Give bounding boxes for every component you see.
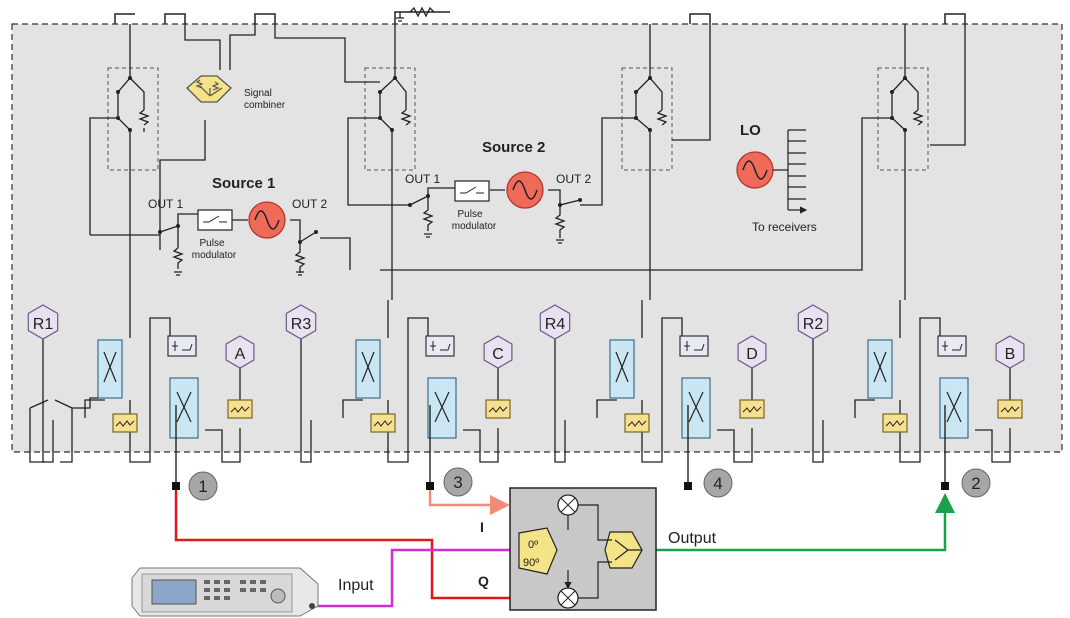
pulse-modulator-1-label-2: modulator <box>192 250 237 261</box>
receiver-d-label: D <box>746 346 758 363</box>
signal-generator <box>132 568 318 616</box>
receiver-c-label: C <box>492 346 504 363</box>
reference-coupler <box>868 340 892 398</box>
port-2-number: 2 <box>971 474 980 493</box>
pulse-modulator-2-label: Pulse <box>457 209 482 220</box>
top-resistor <box>396 8 434 21</box>
pulse-modulator-1-label: Pulse <box>199 238 224 249</box>
source-2-title: Source 2 <box>482 139 545 156</box>
phase-90-label: 90º <box>523 557 539 569</box>
i-input-label: I <box>480 519 484 535</box>
iq-modulator-dut: 0º 90º <box>510 488 656 610</box>
reference-coupler <box>98 340 122 398</box>
generator-knob <box>271 589 285 603</box>
receiver-r4-label: R4 <box>545 316 566 333</box>
generator-screen <box>152 580 196 604</box>
port-3-number: 3 <box>453 473 462 492</box>
top-loops <box>115 12 965 24</box>
to-receivers-label: To receivers <box>752 220 817 234</box>
pulse-modulator-2-label-2: modulator <box>452 221 497 232</box>
source-2-out2-label: OUT 2 <box>556 172 591 186</box>
pulse-modulator-2 <box>455 181 489 201</box>
reference-coupler <box>356 340 380 398</box>
signal-combiner-label: Signal <box>244 88 272 99</box>
source-2-out1-label: OUT 1 <box>405 172 440 186</box>
port-1-number: 1 <box>198 477 207 496</box>
receiver-r3-label: R3 <box>291 316 312 333</box>
receiver-r1-label: R1 <box>33 316 54 333</box>
output-label: Output <box>668 530 717 547</box>
source-1-out2-label: OUT 2 <box>292 197 327 211</box>
source-1-out1-label: OUT 1 <box>148 197 183 211</box>
lo-title: LO <box>740 122 761 139</box>
receiver-a-label: A <box>235 346 246 363</box>
input-label: Input <box>338 577 374 594</box>
source-1-title: Source 1 <box>212 175 275 192</box>
receiver-b-label: B <box>1005 346 1016 363</box>
q-input-label: Q <box>478 573 489 589</box>
phase-0-label: 0º <box>528 539 538 551</box>
reference-coupler <box>610 340 634 398</box>
signal-combiner-label-2: combiner <box>244 100 286 111</box>
receiver-r2-label: R2 <box>803 316 824 333</box>
port-4-number: 4 <box>713 474 722 493</box>
pulse-modulator-1 <box>198 210 232 230</box>
